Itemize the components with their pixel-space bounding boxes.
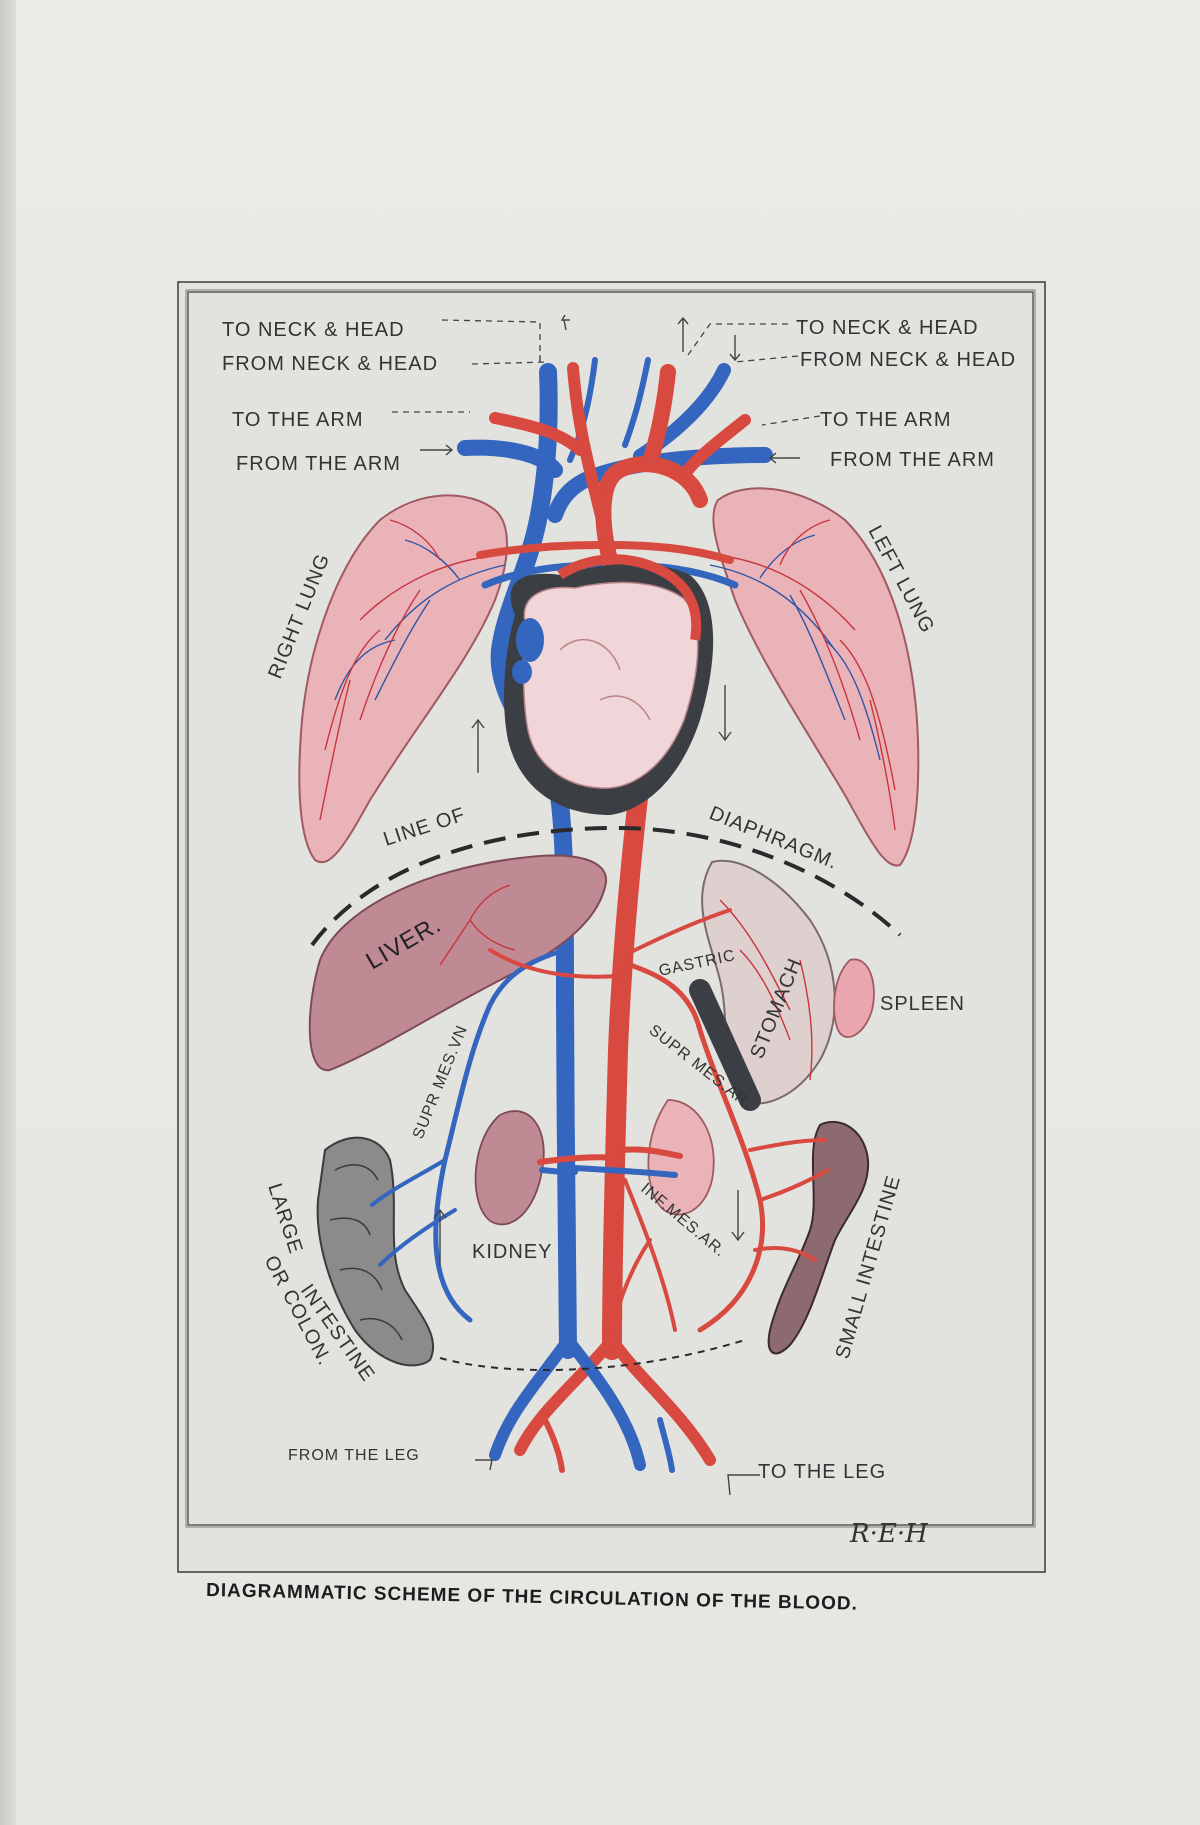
signature: R·E·H <box>849 1519 929 1549</box>
great-arteries <box>489 362 751 1360</box>
diaphragm-line <box>310 825 902 947</box>
heart <box>504 554 714 815</box>
label-from-neck-head-right: FROM NECK & HEAD <box>800 349 1016 371</box>
kidneys <box>474 1099 715 1226</box>
page-gutter <box>0 0 16 1825</box>
label-to-arm-right: TO THE ARM <box>820 409 952 431</box>
spleen <box>833 958 875 1038</box>
large-intestine <box>316 1136 435 1367</box>
small-intestine <box>767 1120 870 1355</box>
right-lung <box>298 494 508 863</box>
label-from-arm-right: FROM THE ARM <box>830 449 995 471</box>
liver <box>308 854 608 1072</box>
mesenteric-vessels <box>370 908 830 1333</box>
label-to-arm-left: TO THE ARM <box>232 409 364 431</box>
left-lung <box>709 487 920 867</box>
circuit-line <box>439 1339 746 1371</box>
label-spleen: SPLEEN <box>880 993 965 1015</box>
label-to-leg: TO THE LEG <box>758 1461 886 1483</box>
label-from-arm-left: FROM THE ARM <box>236 453 401 475</box>
label-from-leg: FROM THE LEG <box>288 1447 420 1464</box>
label-to-neck-head-left: TO NECK & HEAD <box>222 319 405 341</box>
leg-vessels <box>489 1334 716 1473</box>
leader-lines <box>392 314 821 1496</box>
label-from-neck-head-left: FROM NECK & HEAD <box>222 353 438 375</box>
label-to-neck-head-right: TO NECK & HEAD <box>796 317 979 339</box>
label-kidney: KIDNEY <box>472 1241 552 1263</box>
stomach <box>689 859 836 1111</box>
plate-caption: DIAGRAMMATIC SCHEME OF THE CIRCULATION O… <box>206 1580 858 1615</box>
